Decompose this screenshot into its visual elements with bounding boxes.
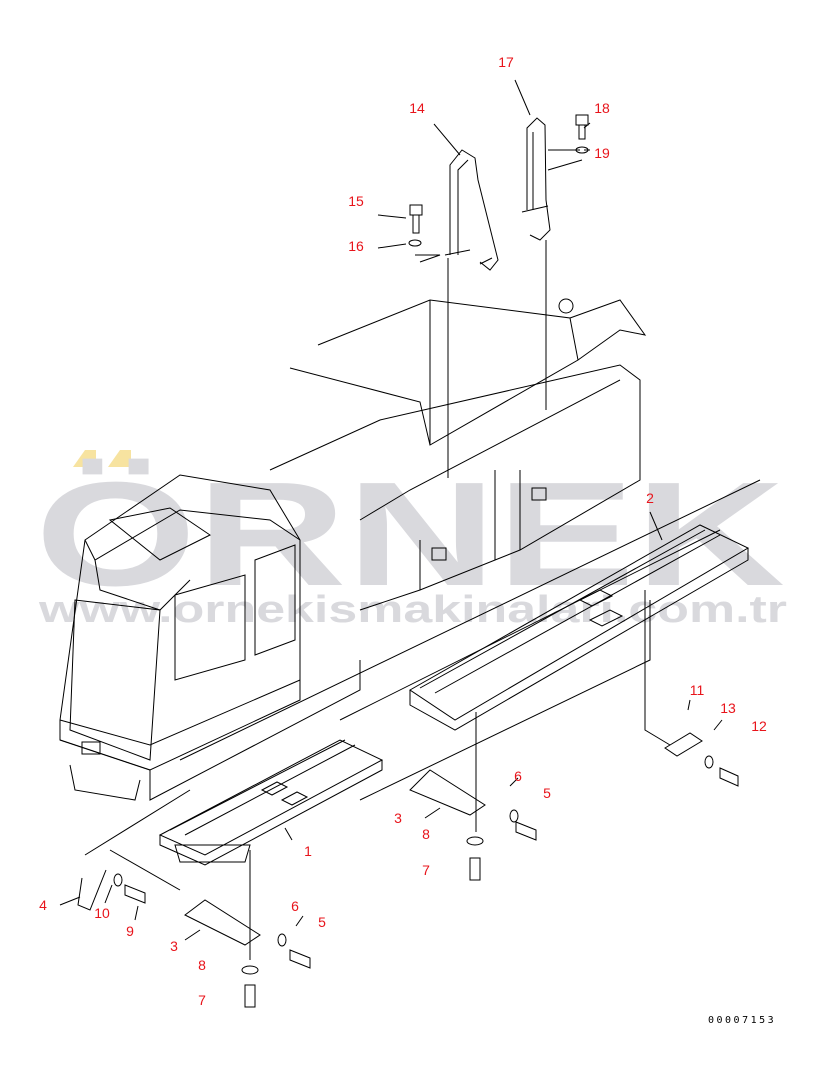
callout-8: 8 [422,826,430,842]
callout-13: 13 [720,700,736,716]
callout-9: 9 [126,923,134,939]
callout-2: 2 [646,490,654,506]
callout-12: 12 [751,718,767,734]
watermark-accent-mark [73,450,96,467]
callout-6: 6 [291,898,299,914]
callout-17: 17 [498,54,514,70]
callout-8: 8 [198,957,206,973]
drawing-code: 00007153 [708,1015,777,1026]
callout-1: 1 [304,843,312,859]
callout-19: 19 [594,145,610,161]
callout-10: 10 [94,905,110,921]
callout-5: 5 [543,785,551,801]
callout-18: 18 [594,100,610,116]
watermark-url: www.ornekismakinalari.com.tr [38,589,788,631]
watermark: ÖRNEK www.ornekismakinalari.com.tr [35,450,787,631]
callout-15: 15 [348,193,364,209]
watermark-accent-mark [108,450,131,467]
callout-labels: 17 14 18 19 15 16 2 11 13 12 6 5 3 8 7 1… [39,54,767,1008]
callout-3: 3 [170,938,178,954]
callout-5: 5 [318,914,326,930]
callout-11: 11 [690,682,705,698]
callout-7: 7 [422,862,430,878]
callout-4: 4 [39,897,47,913]
callout-3: 3 [394,810,402,826]
callout-16: 16 [348,238,364,254]
callout-7: 7 [198,992,206,1008]
callout-14: 14 [409,100,425,116]
callout-6: 6 [514,768,522,784]
machine-drawing [59,79,761,1008]
